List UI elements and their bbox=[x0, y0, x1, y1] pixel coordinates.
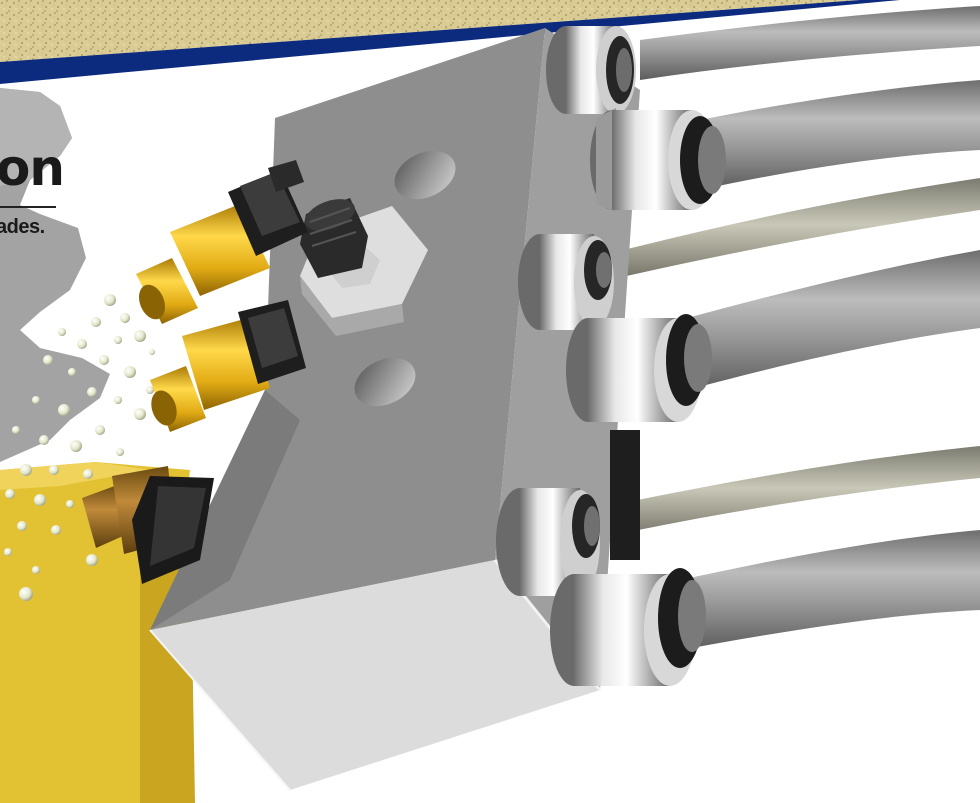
particle-spray bbox=[4, 294, 155, 601]
brass-nozzle-middle bbox=[150, 300, 306, 432]
gear-shape bbox=[0, 88, 110, 462]
hex-nut bbox=[300, 198, 428, 336]
push-fitting-1b bbox=[590, 108, 726, 212]
subline-fragment: ades. bbox=[0, 216, 45, 238]
top-banner bbox=[0, 0, 900, 84]
air-tubes bbox=[590, 6, 980, 650]
brass-nozzle-top bbox=[136, 160, 308, 324]
push-fitting-2a bbox=[518, 234, 614, 330]
push-fitting-2b bbox=[566, 314, 712, 422]
push-fitting-1a bbox=[546, 26, 636, 114]
push-fitting-3a bbox=[496, 430, 640, 596]
headline-rule bbox=[0, 206, 56, 208]
brass-nozzle-bottom bbox=[82, 466, 214, 584]
headline-fragment: on bbox=[0, 139, 65, 197]
push-fitting-3b bbox=[550, 568, 706, 686]
